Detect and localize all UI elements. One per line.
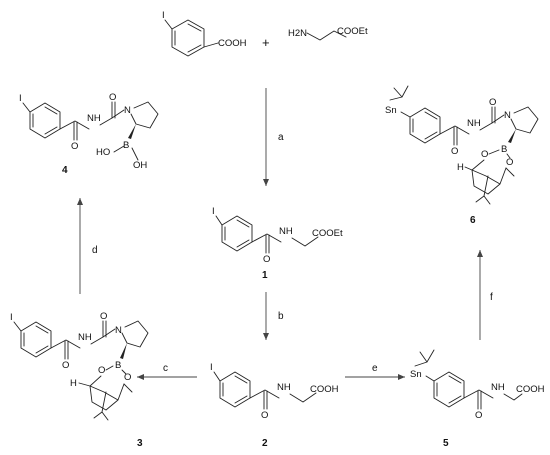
compound-number-5: 5 (443, 438, 449, 449)
atom-cooh: COOH (310, 384, 339, 395)
atom-iodo: I (162, 10, 165, 21)
compound-number-3: 3 (137, 438, 143, 449)
atom-iodo: I (212, 206, 215, 217)
compound-2: I O NH COOH 2 (210, 362, 339, 449)
atom-nh: NH (491, 382, 505, 393)
atom-h: H (70, 378, 77, 389)
compound-number-6: 6 (470, 215, 476, 226)
atom-b: B (123, 140, 129, 151)
atom-n: N (124, 105, 131, 116)
atom-oh: OH (133, 160, 147, 171)
step-label-d: d (92, 245, 98, 256)
compound-1: I O NH COOEt 1 (212, 206, 343, 281)
plus-sign: + (262, 35, 270, 50)
atom-iodo: I (19, 93, 22, 104)
step-label-e: e (372, 363, 378, 374)
atom-nh: NH (277, 382, 291, 393)
atom-b: B (501, 144, 507, 155)
atom-ho: HO (96, 147, 110, 158)
atom-iodo: I (210, 362, 213, 373)
atom-cooet: COOEt (337, 26, 368, 37)
atom-nh: NH (467, 118, 481, 129)
atom-amide-o: O (100, 311, 107, 322)
compound-3: I O NH O N B O O H 3 (10, 311, 149, 449)
atom-amide-o: O (109, 92, 116, 103)
atom-nh: NH (78, 332, 92, 343)
atom-carbonyl-o: O (475, 410, 482, 421)
compound-number-1: 1 (262, 270, 268, 281)
atom-ester-o1: O (98, 365, 105, 376)
compound-5: Sn O NH COOH 5 (410, 349, 545, 449)
atom-carbonyl-o: O (71, 141, 78, 152)
step-label-f: f (490, 292, 493, 303)
step-label-b: b (278, 311, 284, 322)
reagent-glycine-ethyl-ester: H2N COOEt (288, 26, 368, 41)
atom-amide-o: O (489, 97, 496, 108)
atom-amine: H2N (288, 28, 307, 39)
atom-nh: NH (87, 113, 101, 124)
compound-number-2: 2 (262, 438, 268, 449)
atom-h: H (457, 162, 464, 173)
atom-ester-o1: O (481, 149, 488, 160)
compound-number-4: 4 (62, 165, 68, 176)
atom-cooet: COOEt (312, 228, 343, 239)
atom-b: B (115, 360, 121, 371)
compound-6: Sn O NH O N B O O H 6 (385, 85, 539, 226)
atom-carbonyl-o: O (261, 410, 268, 421)
atom-cooh: COOH (218, 38, 247, 49)
atom-n: N (504, 110, 511, 121)
atom-n: N (115, 325, 122, 336)
atom-iodo: I (10, 312, 13, 323)
atom-tin: Sn (410, 369, 422, 380)
atom-cooh: COOH (516, 384, 545, 395)
atom-carbonyl-o: O (62, 360, 69, 371)
atom-carbonyl-o: O (263, 254, 270, 265)
reagent-iodobenzoic-acid: I COOH (162, 10, 247, 57)
atom-ester-o2: O (506, 157, 513, 168)
step-label-a: a (278, 132, 284, 143)
atom-tin: Sn (385, 105, 397, 116)
atom-nh: NH (279, 226, 293, 237)
compound-4: I O NH O N B HO OH 4 (19, 92, 159, 176)
atom-ester-o2: O (124, 372, 131, 383)
step-label-c: c (163, 363, 168, 374)
atom-carbonyl-o: O (451, 146, 458, 157)
